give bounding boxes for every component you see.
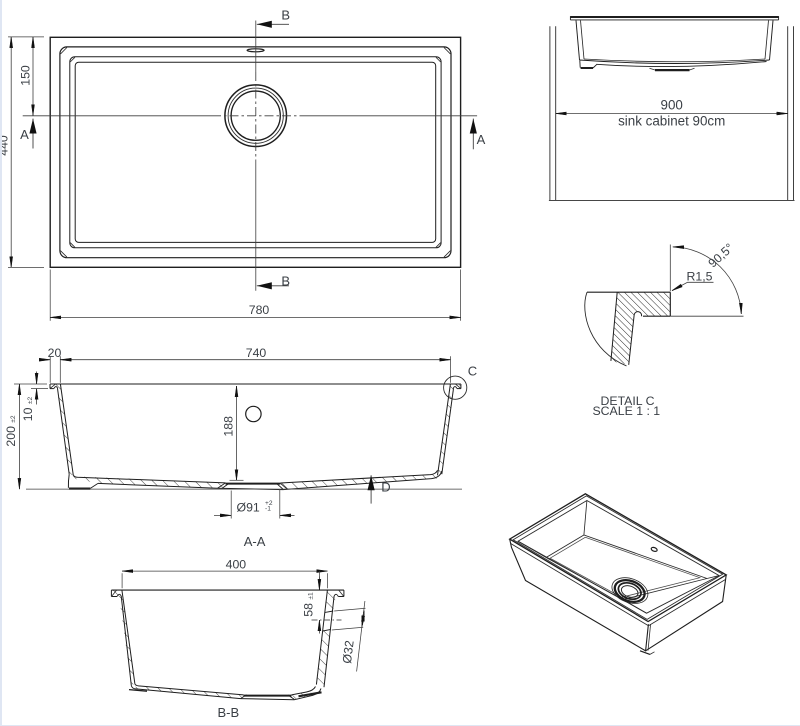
svg-text:B: B xyxy=(281,8,290,23)
svg-text:58 ±1: 58 ±1 xyxy=(302,592,316,617)
svg-text:sink cabinet 90cm: sink cabinet 90cm xyxy=(618,114,725,129)
svg-text:440: 440 xyxy=(0,135,11,156)
svg-text:D: D xyxy=(381,480,390,495)
svg-text:A: A xyxy=(477,132,486,147)
svg-text:10 ±2: 10 ±2 xyxy=(21,396,35,421)
svg-text:740: 740 xyxy=(246,346,267,360)
svg-text:Ø32: Ø32 xyxy=(340,639,357,664)
svg-text:R1,5: R1,5 xyxy=(687,269,713,283)
svg-text:+2: +2 xyxy=(265,500,273,507)
svg-text:A: A xyxy=(20,127,29,142)
svg-text:20: 20 xyxy=(48,346,62,360)
svg-text:C: C xyxy=(468,364,477,379)
svg-text:SCALE 1 : 1: SCALE 1 : 1 xyxy=(592,404,660,418)
svg-text:188: 188 xyxy=(222,416,236,437)
svg-text:B: B xyxy=(281,273,290,288)
svg-text:-1: -1 xyxy=(265,506,271,513)
svg-text:900: 900 xyxy=(661,97,683,112)
svg-text:Ø91: Ø91 xyxy=(237,501,260,515)
svg-text:780: 780 xyxy=(249,303,270,317)
svg-text:400: 400 xyxy=(226,557,247,571)
svg-text:DETAIL C: DETAIL C xyxy=(601,394,655,408)
svg-text:200 ±2: 200 ±2 xyxy=(4,415,18,447)
svg-text:A-A: A-A xyxy=(244,534,266,549)
svg-text:B-B: B-B xyxy=(217,705,239,720)
svg-text:90,5°: 90,5° xyxy=(706,241,737,271)
svg-text:150: 150 xyxy=(18,65,32,86)
